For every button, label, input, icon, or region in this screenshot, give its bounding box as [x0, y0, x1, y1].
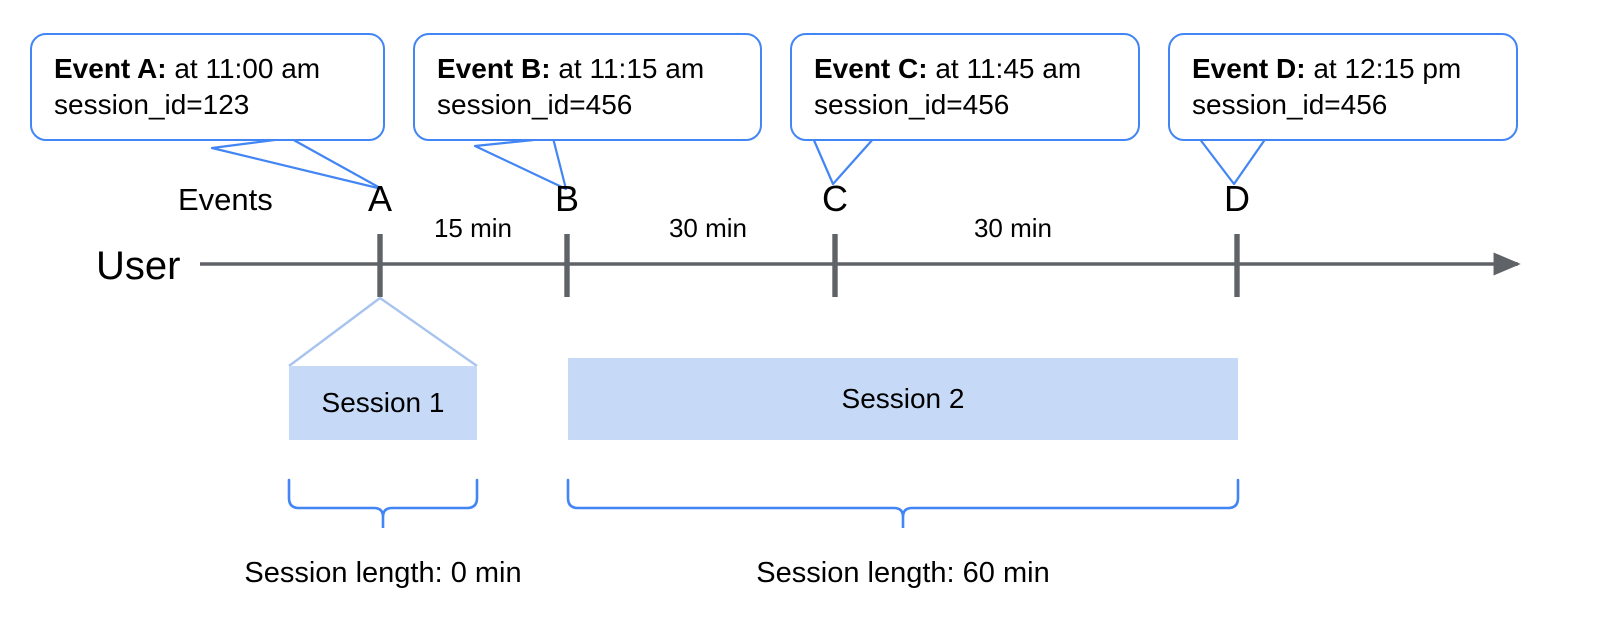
- callout-event-a-title: Event A:: [54, 53, 167, 84]
- callout-event-a[interactable]: Event A: at 11:00 am session_id=123: [30, 33, 385, 141]
- callout-event-d-title: Event D:: [1192, 53, 1306, 84]
- gap-label-c-d: 30 min: [973, 213, 1053, 243]
- session-1-brace: [287, 478, 479, 528]
- gap-label-a-b: 15 min: [433, 213, 513, 243]
- callout-event-d-time: at 12:15 pm: [1305, 53, 1462, 84]
- callout-event-c-line1: Event C: at 11:45 am: [814, 51, 1120, 87]
- lane-label-user: User: [96, 244, 181, 288]
- callout-event-d[interactable]: Event D: at 12:15 pm session_id=456: [1168, 33, 1518, 141]
- session-2-brace: [566, 478, 1240, 528]
- session-bar-2[interactable]: Session 2: [568, 358, 1238, 440]
- session-1-length-label: Session length: 0 min: [244, 557, 522, 589]
- session-bar-1[interactable]: Session 1: [289, 366, 477, 440]
- callout-event-a-time: at 11:00 am: [166, 53, 321, 84]
- event-letter-c: C: [822, 178, 848, 219]
- callout-event-b[interactable]: Event B: at 11:15 am session_id=456: [413, 33, 762, 141]
- callout-event-b-line2: session_id=456: [437, 89, 633, 120]
- event-letter-b: B: [554, 178, 580, 219]
- callout-event-b-title: Event B:: [437, 53, 551, 84]
- callout-event-d-line2: session_id=456: [1192, 89, 1388, 120]
- session-bar-1-label: Session 1: [321, 387, 445, 418]
- event-letter-a: A: [367, 178, 393, 219]
- callout-event-d-line1: Event D: at 12:15 pm: [1192, 51, 1498, 87]
- session-2-length-label: Session length: 60 min: [756, 557, 1050, 589]
- callout-event-b-line1: Event B: at 11:15 am: [437, 51, 742, 87]
- session-1-connector: [288, 296, 478, 367]
- event-letter-d: D: [1224, 178, 1250, 219]
- callout-event-c[interactable]: Event C: at 11:45 am session_id=456: [790, 33, 1140, 141]
- callout-event-a-line2: session_id=123: [54, 89, 250, 120]
- session-bar-2-label: Session 2: [841, 383, 965, 414]
- gap-label-b-c: 30 min: [668, 213, 748, 243]
- lane-label-events: Events: [178, 182, 273, 217]
- callout-tail-b: [473, 136, 568, 191]
- callout-event-c-title: Event C:: [814, 53, 928, 84]
- callout-event-c-line2: session_id=456: [814, 89, 1010, 120]
- callout-event-b-time: at 11:15 am: [550, 53, 705, 84]
- callout-event-c-time: at 11:45 am: [927, 53, 1082, 84]
- callout-event-a-line1: Event A: at 11:00 am: [54, 51, 365, 87]
